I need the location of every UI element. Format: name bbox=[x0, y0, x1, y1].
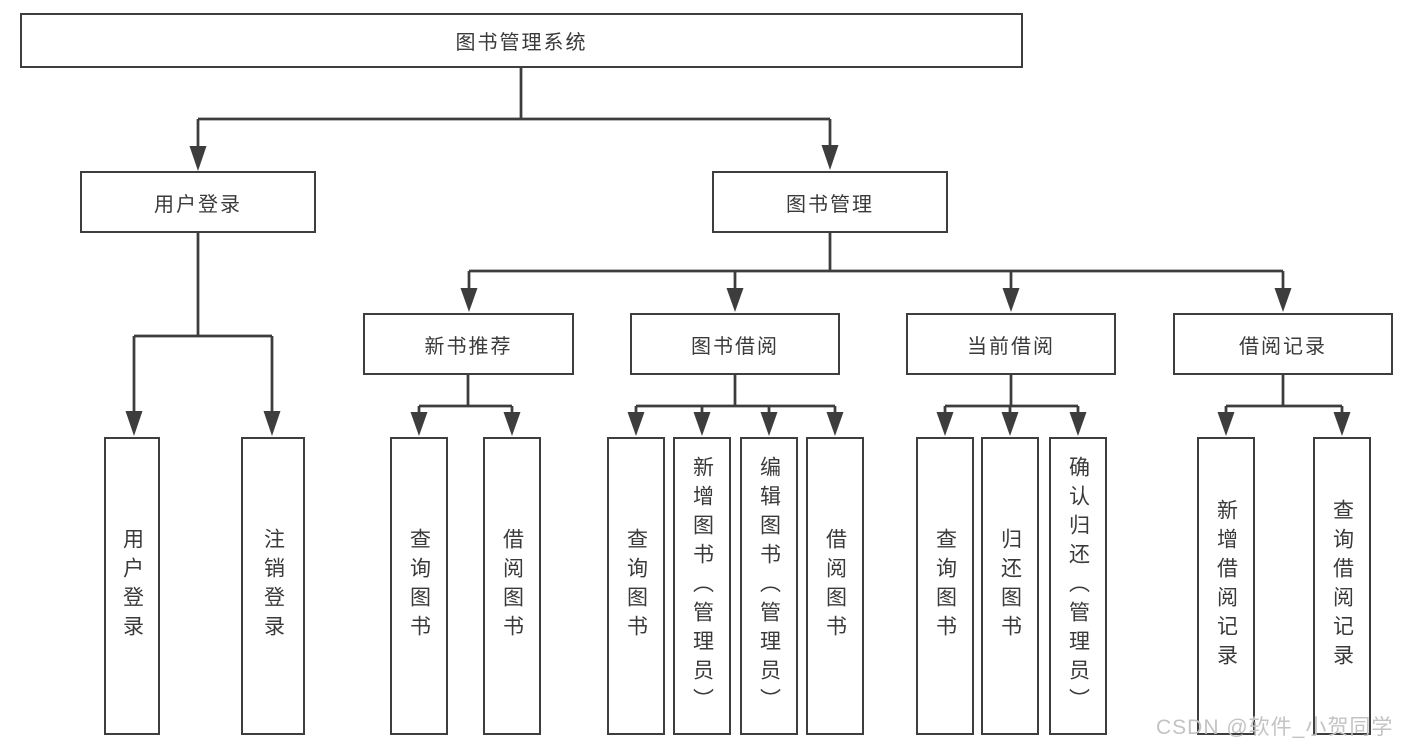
node-borrowing-records: 借阅记录 bbox=[1173, 313, 1393, 375]
leaf-query-books-current: 查询图书 bbox=[916, 437, 974, 735]
watermark-text: CSDN @软件_小贺同学 bbox=[1156, 716, 1394, 739]
edges-borrowing-records bbox=[1217, 375, 1351, 436]
edges-new-book-recommendation bbox=[410, 375, 521, 436]
leaf-confirm-return-admin: 确认归还（管理员） bbox=[1049, 437, 1107, 735]
edges-root bbox=[189, 68, 839, 171]
leaf-borrow-books-borrowing: 借阅图书 bbox=[806, 437, 864, 735]
leaf-add-borrow-record: 新增借阅记录 bbox=[1197, 437, 1255, 735]
edges-book-borrowing bbox=[627, 375, 844, 436]
node-library-management-system: 图书管理系统 bbox=[20, 13, 1023, 68]
leaf-edit-book-admin: 编辑图书（管理员） bbox=[740, 437, 798, 735]
leaf-user-login: 用户登录 bbox=[104, 437, 160, 735]
leaf-query-books-borrowing: 查询图书 bbox=[607, 437, 665, 735]
edges-current-borrowing bbox=[936, 375, 1087, 436]
edges-user-login bbox=[125, 233, 281, 436]
node-current-borrowing: 当前借阅 bbox=[906, 313, 1116, 375]
leaf-logout: 注销登录 bbox=[241, 437, 305, 735]
leaf-add-book-admin: 新增图书（管理员） bbox=[673, 437, 731, 735]
node-user-login: 用户登录 bbox=[80, 171, 316, 233]
node-book-borrowing: 图书借阅 bbox=[630, 313, 840, 375]
leaf-query-books-recommendation: 查询图书 bbox=[390, 437, 448, 735]
leaf-return-books: 归还图书 bbox=[981, 437, 1039, 735]
node-new-book-recommendation: 新书推荐 bbox=[363, 313, 574, 375]
leaf-borrow-books-recommendation: 借阅图书 bbox=[483, 437, 541, 735]
edges-book-management bbox=[460, 233, 1292, 312]
leaf-query-borrow-record: 查询借阅记录 bbox=[1313, 437, 1371, 735]
node-book-management: 图书管理 bbox=[712, 171, 948, 233]
